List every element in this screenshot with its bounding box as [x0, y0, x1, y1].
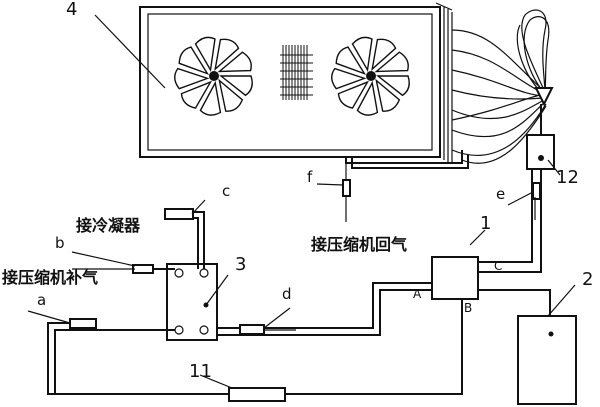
fan-blade: [214, 38, 240, 71]
sensor-e-body: [532, 182, 541, 200]
line-to-tank: [478, 289, 551, 316]
fan-blade: [374, 51, 409, 73]
line-B-to-bottom: [47, 299, 463, 395]
sensor-c-leader: [191, 199, 206, 215]
leader-11: [199, 374, 233, 389]
fan-blade: [180, 80, 213, 109]
sensor-label-f: f: [307, 168, 313, 186]
tank-dot: [548, 331, 554, 337]
line-A-to-exchanger-2: [206, 289, 432, 336]
fan-blade: [199, 80, 222, 116]
valve-block-1: [431, 256, 479, 300]
leader-4: [94, 14, 166, 89]
fan-blade: [371, 38, 397, 71]
sensor-b-leader: [71, 251, 136, 267]
leader-1: [469, 229, 486, 246]
filter-11: [228, 387, 286, 402]
sensor-d-body: [239, 324, 265, 335]
leader-3: [205, 274, 229, 306]
text-to-compressor-return: 接压缩机回气: [311, 235, 407, 254]
fan-blade: [337, 80, 370, 109]
sensor-label-c: c: [222, 182, 230, 200]
line-A-to-exchanger: [206, 282, 432, 329]
label-4: 4: [66, 0, 77, 20]
leader-2: [547, 284, 576, 317]
fan-blade: [218, 75, 253, 97]
label-A: A: [413, 287, 422, 301]
line-c-2: [170, 217, 199, 269]
text-to-compressor-supplement: 接压缩机补气: [2, 268, 98, 287]
label-C: C: [494, 259, 502, 273]
grille: [280, 45, 313, 100]
sensor-b-body: [132, 264, 154, 274]
sensor-f-leader: [316, 183, 344, 186]
collector-dot: [538, 155, 544, 161]
fan-blade: [351, 36, 373, 73]
fan-blade: [217, 51, 252, 73]
fan-blade: [194, 36, 216, 73]
fan-right: [331, 36, 410, 116]
sensor-e-leader: [507, 191, 534, 206]
fan-blade: [178, 46, 210, 75]
label-2: 2: [582, 269, 593, 290]
sensor-label-a: a: [37, 291, 46, 309]
fan-blade: [218, 78, 244, 112]
leader-12: [547, 159, 561, 176]
heat-exchanger-3: [166, 263, 218, 341]
fan-blade: [174, 67, 210, 90]
sensor-a-body: [69, 318, 97, 329]
collector-12: [526, 134, 555, 170]
fan-left: [174, 36, 253, 116]
text-to-condenser: 接冷凝器: [76, 216, 141, 235]
sensor-label-b: b: [55, 234, 65, 252]
sensor-d-leader: [263, 307, 291, 329]
sensor-a-leader: [27, 310, 71, 324]
sensor-label-d: d: [282, 285, 292, 303]
condenser-unit: [139, 2, 453, 164]
return-line-f-2: [351, 155, 469, 169]
fan-blade: [375, 75, 410, 97]
label-1: 1: [480, 213, 491, 234]
tank-2: [517, 315, 577, 405]
label-12: 12: [556, 167, 579, 188]
sensor-label-e: e: [496, 185, 505, 203]
hx-port-tl: [174, 268, 184, 278]
label-B: B: [464, 301, 472, 315]
fan-blade: [331, 67, 367, 90]
label-3: 3: [235, 254, 246, 275]
line-a: [54, 329, 175, 394]
sensor-c-body: [164, 208, 194, 220]
return-line-f: [345, 150, 463, 164]
line-collector-to-C: [478, 169, 542, 273]
label-11: 11: [189, 361, 212, 382]
fan-blade: [335, 46, 367, 75]
hx-port-br: [199, 325, 209, 335]
fan-blade: [356, 80, 379, 116]
sensor-f-body: [342, 179, 351, 197]
fan-blade: [375, 78, 401, 112]
